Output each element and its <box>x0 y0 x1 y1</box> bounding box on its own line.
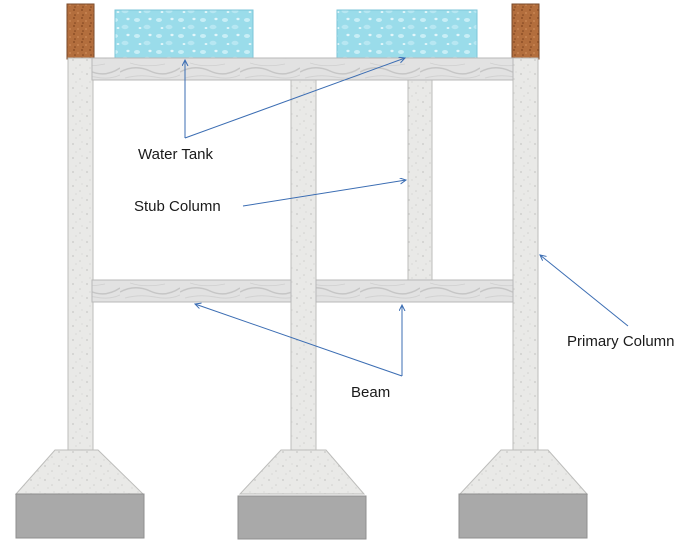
arrow-beam-left <box>195 304 403 377</box>
footing-right <box>458 449 589 539</box>
water-tank-right <box>336 9 478 59</box>
brick-cap-right <box>511 3 540 60</box>
stub-column-label: Stub Column <box>134 198 221 215</box>
lower-beam-left <box>91 279 292 303</box>
lower-beam-right <box>315 279 514 303</box>
primary-column-label: Primary Column <box>567 333 675 350</box>
primary-column-left <box>67 57 94 451</box>
beam-label: Beam <box>351 384 391 401</box>
primary-column-middle <box>290 79 317 451</box>
footing-left <box>14 449 145 539</box>
arrow-stub-column <box>242 180 406 207</box>
leader-arrows <box>184 58 629 377</box>
arrow-water-tank-right <box>184 58 405 139</box>
top-beam <box>91 57 514 81</box>
footing-middle <box>237 449 367 540</box>
brick-cap-left <box>66 3 95 60</box>
primary-column-right <box>512 57 539 451</box>
water-tank-left <box>114 9 254 59</box>
arrow-primary-column <box>540 255 629 327</box>
water-tank-label: Water Tank <box>138 146 214 163</box>
stub-column <box>407 79 433 281</box>
